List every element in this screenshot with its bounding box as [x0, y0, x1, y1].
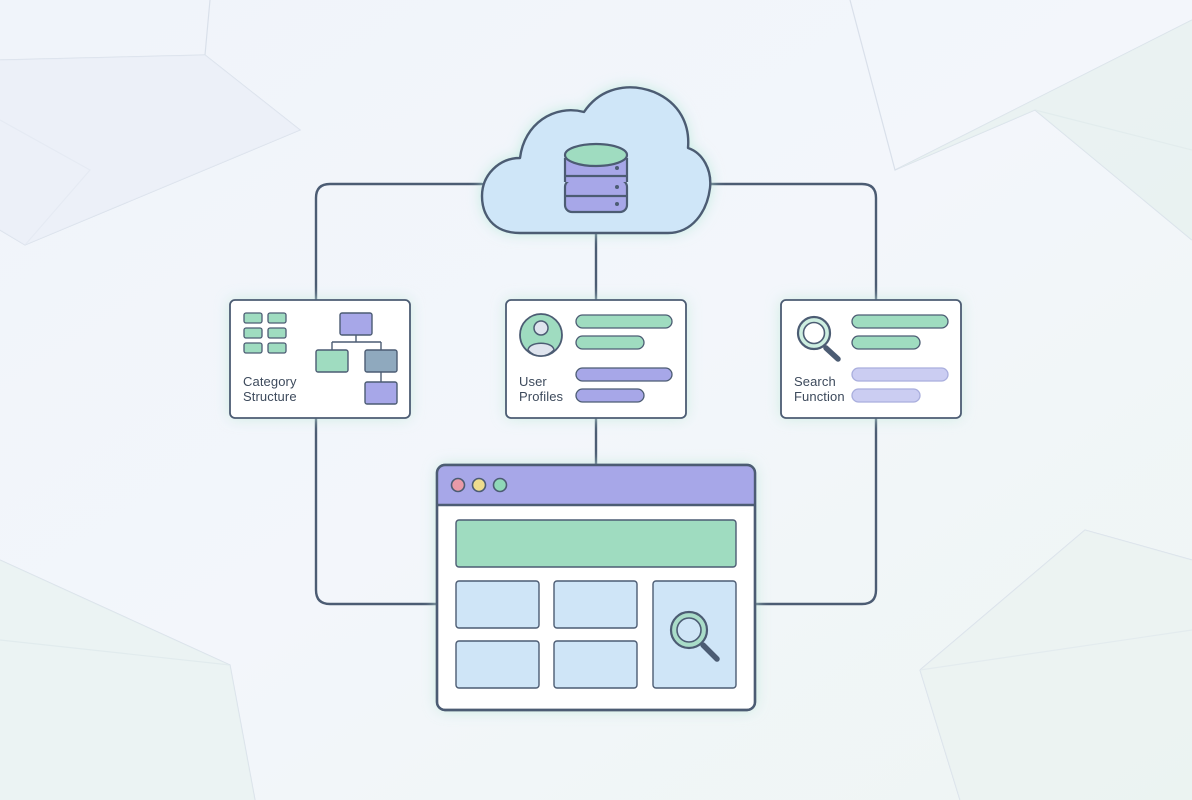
- hierarchy-icon: [315, 312, 398, 405]
- browser-window: [435, 463, 757, 712]
- search-function-card: [780, 299, 962, 419]
- category-structure-label-line1: Category: [243, 374, 297, 389]
- user-profiles-label-line1: User: [519, 374, 547, 389]
- user-avatar-icon: [519, 313, 563, 357]
- background-tints: [0, 20, 1192, 800]
- search-function-label-line1: Search: [794, 374, 836, 389]
- database-icon: [563, 142, 629, 214]
- search-function-label-line2: Function: [794, 389, 845, 404]
- search-icon: [669, 610, 720, 662]
- search-lines: [851, 314, 949, 403]
- window-controls: [450, 477, 508, 493]
- user-profiles-label: User Profiles: [519, 374, 563, 404]
- category-structure-label-line2: Structure: [243, 389, 297, 404]
- user-profiles-label-line2: Profiles: [519, 389, 564, 404]
- search-icon: [796, 315, 841, 362]
- user-profiles-card: [505, 299, 687, 419]
- maximize-dot-icon: [492, 477, 508, 493]
- minimize-dot-icon: [471, 477, 487, 493]
- grid-icon: [243, 312, 287, 354]
- category-structure-card: [229, 299, 411, 419]
- browser-content: [455, 519, 737, 689]
- close-dot-icon: [450, 477, 466, 493]
- profile-lines: [575, 314, 673, 403]
- category-structure-label: Category Structure: [243, 374, 297, 404]
- search-function-label: Search Function: [794, 374, 845, 404]
